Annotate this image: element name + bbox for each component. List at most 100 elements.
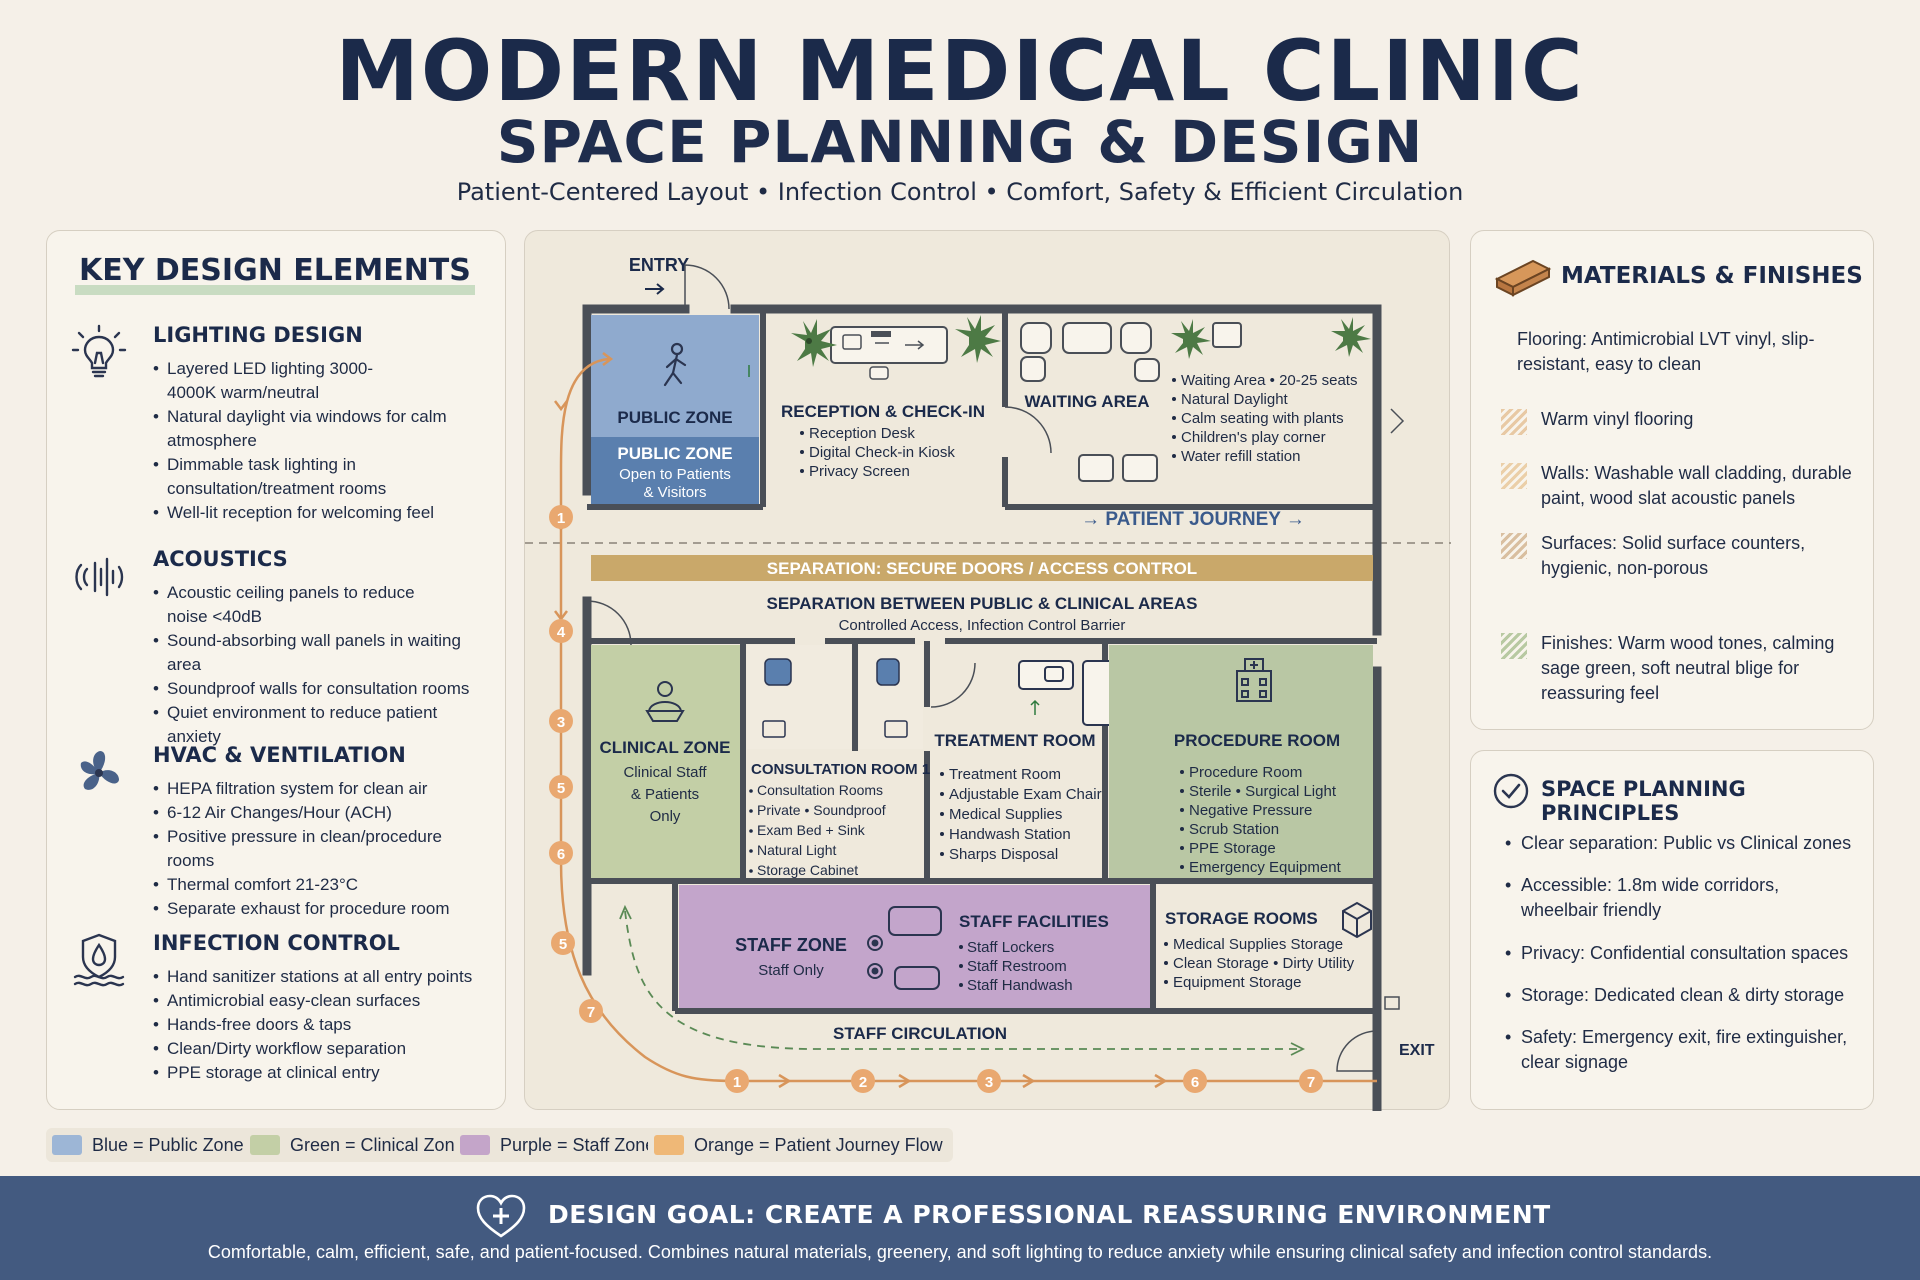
consult-title: CONSULTATION ROOM 1 bbox=[751, 761, 930, 778]
list-item: Clean/Dirty workflow separation bbox=[153, 1037, 493, 1061]
left-journey-markers: 1 4 3 5 6 5 7 bbox=[549, 505, 603, 1023]
separation-sub: Controlled Access, Infection Control Bar… bbox=[839, 617, 1126, 634]
floor-plan-panel: PUBLIC ZONE PUBLIC ZONE Open to Patients… bbox=[524, 230, 1451, 1116]
waiting-item: Calm seating with plants bbox=[1181, 410, 1344, 427]
clinical-sub: & Patients bbox=[631, 786, 699, 803]
sofa-icon bbox=[867, 906, 942, 990]
journey-marker: 6 bbox=[557, 846, 565, 863]
principles-title: SPACE PLANNING PRINCIPLES bbox=[1541, 777, 1746, 825]
clinical-sub: Clinical Staff bbox=[623, 764, 707, 781]
legend-clinical: Green = Clinical Zone bbox=[244, 1128, 475, 1162]
legend-swatch bbox=[52, 1135, 82, 1155]
journey-marker: 7 bbox=[1307, 1074, 1315, 1091]
principle-item: Accessible: 1.8m wide corridors, wheelba… bbox=[1505, 873, 1855, 923]
material-text: Warm vinyl flooring bbox=[1541, 409, 1694, 429]
materials-title: MATERIALS & FINISHES bbox=[1561, 263, 1863, 289]
material-swatch bbox=[1501, 409, 1527, 435]
extinguisher-icon bbox=[1384, 996, 1400, 1010]
material-text: Walls: Washable wall cladding, durable p… bbox=[1541, 463, 1852, 508]
procedure-item: PPE Storage bbox=[1189, 840, 1276, 857]
principle-item: Storage: Dedicated clean & dirty storage bbox=[1505, 983, 1855, 1008]
storage-title: STORAGE ROOMS bbox=[1165, 909, 1318, 928]
heart-plus-icon bbox=[476, 1194, 526, 1238]
page-tagline: Patient-Centered Layout • Infection Cont… bbox=[456, 178, 1464, 206]
reception-bullets bbox=[800, 431, 804, 473]
list-item: Dimmable task lighting in consultation/t… bbox=[153, 453, 423, 501]
clinical-walls bbox=[587, 638, 1377, 884]
page-subtitle: SPACE PLANNING & DESIGN bbox=[496, 108, 1424, 176]
principle-item: Privacy: Confidential consultation space… bbox=[1505, 941, 1855, 966]
journey-marker: 2 bbox=[859, 1074, 867, 1091]
storage-bullets bbox=[1164, 942, 1168, 984]
journey-marker: 3 bbox=[985, 1074, 993, 1091]
list-item: Thermal comfort 21-23°C bbox=[153, 873, 493, 897]
legend-swatch bbox=[250, 1135, 280, 1155]
clinical-door bbox=[586, 600, 632, 646]
list-item: PPE storage at clinical entry bbox=[153, 1061, 493, 1085]
internal-walls bbox=[587, 311, 1377, 510]
wood-plank-icon bbox=[1494, 259, 1552, 297]
treatment-title: TREATMENT ROOM bbox=[934, 731, 1095, 750]
legend-swatch bbox=[460, 1135, 490, 1155]
separation-title: SEPARATION BETWEEN PUBLIC & CLINICAL ARE… bbox=[767, 594, 1198, 613]
nurse-icon bbox=[645, 681, 685, 722]
legend-label: Purple = Staff Zone bbox=[500, 1134, 656, 1155]
entry-arrow-icon bbox=[645, 283, 665, 295]
procedure-item: Scrub Station bbox=[1189, 821, 1279, 838]
procedure-item: Procedure Room bbox=[1189, 764, 1302, 781]
procedure-title: PROCEDURE ROOM bbox=[1174, 731, 1340, 750]
staff-zone-sub: Staff Only bbox=[758, 962, 824, 979]
list-item: Hands-free doors & taps bbox=[153, 1013, 493, 1037]
waiting-item: Children's play corner bbox=[1181, 429, 1326, 446]
hospital-icon bbox=[1236, 658, 1272, 702]
waiting-item: Natural Daylight bbox=[1181, 391, 1289, 408]
journey-marker: 1 bbox=[733, 1074, 741, 1091]
list-item: Positive pressure in clean/procedure roo… bbox=[153, 825, 493, 873]
window-mark bbox=[1390, 408, 1405, 434]
hvac-heading: HVAC & VENTILATION bbox=[153, 743, 406, 767]
entry-label: ENTRY bbox=[629, 255, 689, 275]
list-item: Separate exhaust for procedure room bbox=[153, 897, 493, 921]
materials-panel: MATERIALS & FINISHES Flooring: Antimicro… bbox=[1470, 230, 1874, 730]
treatment-door bbox=[930, 662, 976, 708]
reception-title: RECEPTION & CHECK-IN bbox=[781, 402, 985, 421]
treatment-item: Adjustable Exam Chair bbox=[949, 786, 1102, 803]
consult-cubicle bbox=[747, 645, 851, 749]
public-zone-band bbox=[591, 437, 759, 505]
list-item: HEPA filtration system for clean air bbox=[153, 777, 493, 801]
journey-marker: 3 bbox=[557, 714, 565, 731]
box-icon bbox=[1342, 901, 1372, 939]
material-text: Finishes: Warm wood tones, calming sage … bbox=[1541, 633, 1835, 703]
separation-band-label: SEPARATION: SECURE DOORS / ACCESS CONTRO… bbox=[767, 559, 1197, 578]
list-item: Quiet environment to reduce patient anxi… bbox=[153, 701, 493, 749]
plant-icon bbox=[1171, 317, 1371, 359]
consult-item: Natural Light bbox=[757, 842, 836, 858]
staff-zone-area bbox=[679, 885, 1150, 1008]
outer-walls bbox=[582, 304, 1382, 1116]
material-swatch bbox=[1501, 463, 1527, 489]
material-item: Surfaces: Solid surface counters, hygien… bbox=[1501, 531, 1861, 581]
storage-item: Medical Supplies Storage bbox=[1173, 936, 1343, 953]
list-item: Layered LED lighting 3000-4000K warm/neu… bbox=[153, 357, 398, 405]
treatment-item: Treatment Room bbox=[949, 766, 1061, 783]
reception-item: Privacy Screen bbox=[809, 463, 910, 480]
staff-fac-item: Staff Lockers bbox=[967, 939, 1054, 956]
consult-item: Storage Cabinet bbox=[757, 862, 858, 878]
list-item: Acoustic ceiling panels to reduce noise … bbox=[153, 581, 453, 629]
consult-bullets bbox=[749, 789, 753, 873]
staff-fac-bullets bbox=[959, 945, 963, 987]
clinical-zone-area bbox=[591, 645, 740, 878]
waiting-bullets bbox=[1172, 378, 1176, 458]
material-swatch bbox=[1501, 533, 1527, 559]
list-item: Sound-absorbing wall panels in waiting a… bbox=[153, 629, 493, 677]
lightbulb-icon bbox=[71, 324, 127, 378]
legend-journey: Orange = Patient Journey Flow bbox=[648, 1128, 953, 1162]
journey-marker: 6 bbox=[1191, 1074, 1199, 1091]
material-text: Flooring: Antimicrobial LVT vinyl, slip-… bbox=[1517, 329, 1815, 374]
key-design-title: KEY DESIGN ELEMENTS bbox=[75, 256, 475, 295]
entry-door bbox=[684, 264, 730, 310]
treatment-bullets bbox=[940, 772, 944, 856]
principles-panel: SPACE PLANNING PRINCIPLES Clear separati… bbox=[1470, 750, 1874, 1110]
principle-item: Safety: Emergency exit, fire extinguishe… bbox=[1505, 1025, 1855, 1075]
public-zone-label: PUBLIC ZONE bbox=[617, 408, 732, 427]
